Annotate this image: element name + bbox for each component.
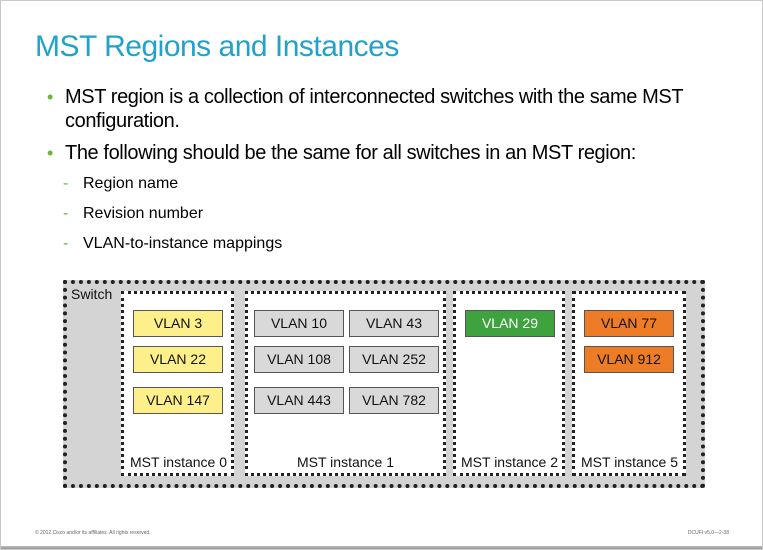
vlan-box: VLAN 10 [254,310,344,337]
mst-instance-5: VLAN 77 VLAN 912 MST instance 5 [572,291,686,476]
mst-instance-2: VLAN 29 MST instance 2 [453,291,565,476]
sub-bullet-item: - Revision number [47,203,737,233]
sub-bullet-item: - Region name [47,173,737,203]
mst-instance-1: VLAN 10 VLAN 43 VLAN 108 VLAN 252 VLAN 4… [245,291,446,476]
instance-label: MST instance 2 [461,454,559,470]
slide-title: MST Regions and Instances [35,30,399,63]
vlan-box: VLAN 77 [584,310,674,337]
vlan-box: VLAN 43 [349,310,439,337]
bullet-list: • MST region is a collection of intercon… [47,85,737,263]
sub-bullet-text: Region name [83,175,179,192]
vlan-box: VLAN 108 [254,346,344,373]
sub-bullet-text: Revision number [83,205,204,222]
mst-instance-0: VLAN 3 VLAN 22 VLAN 147 MST instance 0 [121,291,234,476]
vlan-box: VLAN 782 [349,387,439,414]
copyright-footer: © 2012 Cisco and/or its affiliates. All … [35,530,151,536]
vlan-box: VLAN 22 [133,346,223,373]
vlan-box: VLAN 29 [465,310,555,337]
vlan-box: VLAN 443 [254,387,344,414]
dash-icon: - [63,205,69,222]
switch-label: Switch [71,286,113,302]
vlan-box: VLAN 912 [584,346,674,373]
instance-label: MST instance 1 [296,454,394,470]
vlan-box: VLAN 147 [133,387,223,414]
bullet-item: • MST region is a collection of intercon… [47,85,737,133]
vlan-box: VLAN 252 [349,346,439,373]
bullet-text: MST region is a collection of interconne… [65,86,683,132]
instance-label: MST instance 0 [130,454,228,470]
dash-icon: - [63,175,69,192]
sub-bullet-item: - VLAN-to-instance mappings [47,233,737,263]
instance-label: MST instance 5 [581,454,679,470]
bullet-dot-icon: • [47,143,53,163]
dash-icon: - [63,235,69,252]
bullet-text: The following should be the same for all… [65,142,636,164]
bullet-dot-icon: • [47,87,53,107]
sub-bullet-text: VLAN-to-instance mappings [83,235,283,252]
vlan-box: VLAN 3 [133,310,223,337]
bullet-item: • The following should be the same for a… [47,141,737,165]
course-code-footer: DCUFI v5.0—2-38 [687,530,729,536]
